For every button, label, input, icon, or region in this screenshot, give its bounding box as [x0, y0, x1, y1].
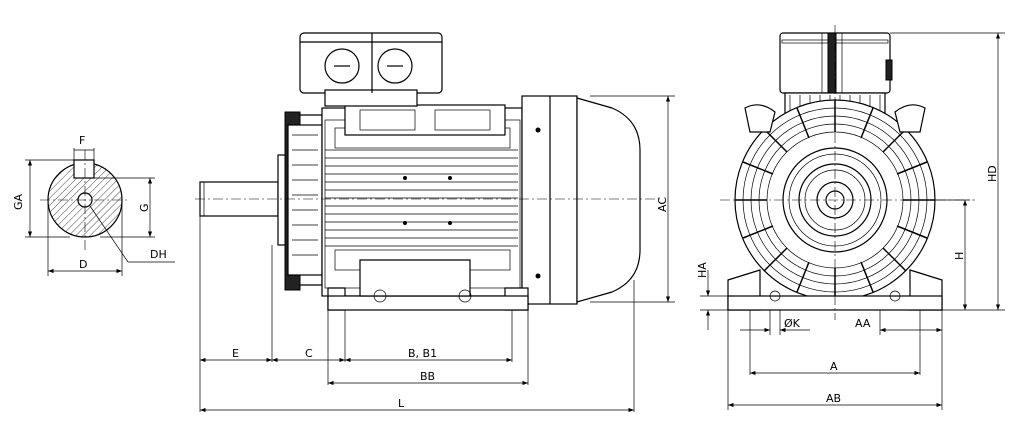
label-H: H	[953, 252, 966, 260]
label-BB: BB	[420, 370, 435, 383]
label-D: D	[79, 258, 87, 271]
side-view-dimensions: E C B, B1 BB L AC	[199, 95, 675, 413]
label-E: E	[232, 347, 239, 360]
motor-foot	[327, 295, 529, 311]
shaft-section-view: F GA G DH D	[12, 134, 175, 276]
label-AA: AA	[855, 317, 871, 330]
label-GA: GA	[12, 193, 25, 210]
label-G: G	[138, 203, 151, 212]
label-HD: HD	[986, 165, 999, 182]
label-K: ØK	[784, 317, 801, 330]
label-HA: HA	[696, 262, 709, 278]
label-F: F	[79, 134, 85, 147]
motor-front-view	[720, 25, 975, 320]
label-C: C	[305, 347, 313, 360]
label-A: A	[830, 360, 838, 373]
label-AB: AB	[826, 392, 841, 405]
motor-side-view	[195, 32, 660, 311]
label-B-B1: B, B1	[408, 347, 437, 360]
label-AC: AC	[656, 197, 669, 212]
label-DH: DH	[150, 248, 167, 261]
fan-cowl	[576, 97, 641, 303]
front-view-dimensions: HD H HA ØK AA A AB	[696, 32, 1005, 410]
label-L: L	[398, 397, 405, 410]
shaft-key	[73, 159, 95, 179]
cooling-fins	[325, 149, 518, 247]
